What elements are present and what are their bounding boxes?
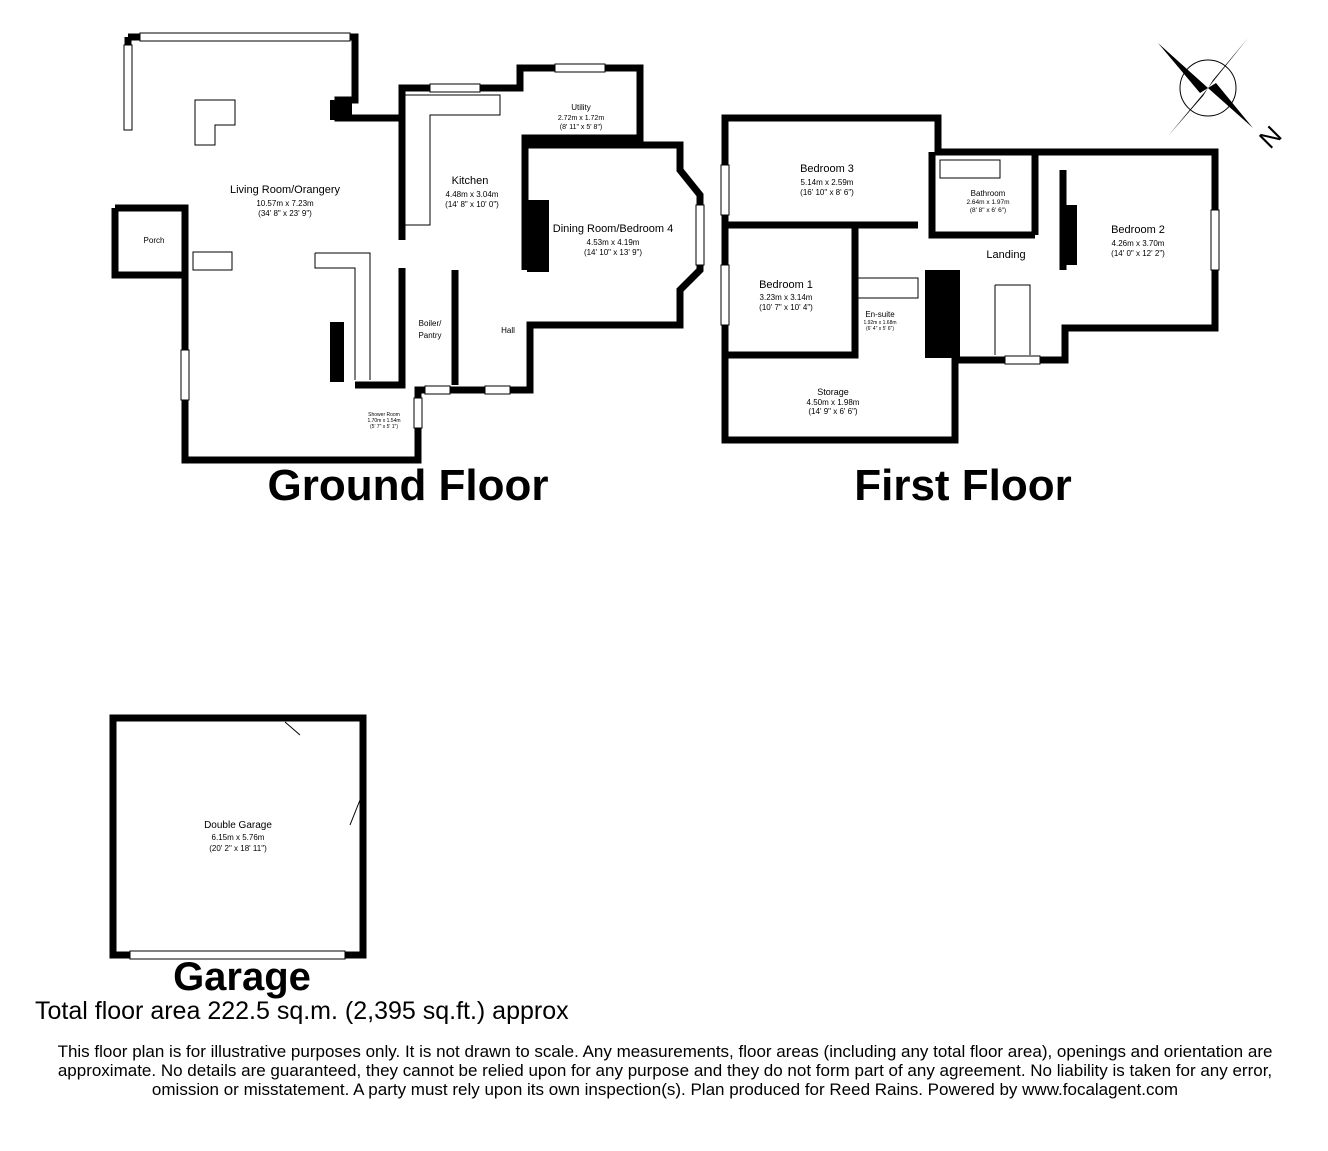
room-metric: 1.92m x 1.68m <box>863 320 896 326</box>
window <box>554 63 606 73</box>
ground-floor-walls <box>111 32 705 464</box>
room-metric: 1.70m x 1.54m <box>367 418 400 424</box>
room-name: Utility <box>571 103 591 112</box>
ground-floor-title: Ground Floor <box>267 461 548 510</box>
room-name: Storage <box>817 387 849 397</box>
chimney-breast <box>527 200 549 272</box>
room-name: Hall <box>501 326 515 335</box>
room-name: Porch <box>144 236 165 245</box>
skylight <box>194 99 236 146</box>
room-metric: 5.14m x 2.59m <box>801 178 854 187</box>
room-metric: 2.72m x 1.72m <box>558 115 604 122</box>
window <box>180 349 190 401</box>
room-name: Bedroom 2 <box>1111 224 1165 236</box>
room-imperial: (20' 2" x 18' 11") <box>209 844 267 853</box>
room-name: Bedroom 1 <box>759 279 813 291</box>
disclaimer: This floor plan is for illustrative purp… <box>57 1042 1273 1099</box>
window <box>1210 209 1220 271</box>
room-metric: 3.23m x 3.14m <box>760 293 813 302</box>
staircase <box>994 284 1031 355</box>
room-metric: 2.64m x 1.97m <box>967 199 1010 206</box>
window <box>429 83 481 93</box>
room-name: Bathroom <box>971 189 1006 198</box>
window <box>720 264 730 326</box>
counter <box>314 252 371 380</box>
garage-door <box>129 950 346 960</box>
window <box>139 32 351 42</box>
room-name: Shower Room <box>368 412 400 418</box>
chimney <box>1065 205 1077 265</box>
room-imperial: (16' 10" x 8' 6") <box>800 188 854 197</box>
room-name: Boiler/ <box>419 319 442 328</box>
bath <box>857 159 1001 299</box>
room-name: En-suite <box>865 310 895 319</box>
first-floor-walls <box>720 114 1220 444</box>
unit <box>192 251 233 271</box>
room-name: Landing <box>986 249 1025 261</box>
room-imperial: (14' 8" x 10' 0") <box>445 200 499 209</box>
room-imperial: (14' 10" x 13' 9") <box>584 248 642 257</box>
window <box>1004 355 1041 365</box>
room-metric: 6.15m x 5.76m <box>212 833 265 842</box>
room-imperial: (34' 8" x 23' 9") <box>258 209 312 218</box>
room-imperial: (14' 0" x 12' 2") <box>1111 249 1165 258</box>
room-name: Kitchen <box>452 175 489 187</box>
window <box>720 164 730 216</box>
window <box>695 204 705 266</box>
room-imperial: (14' 9" x 6' 6") <box>808 407 858 416</box>
room-name: Living Room/Orangery <box>230 184 341 196</box>
compass-north-label: N <box>1253 120 1287 154</box>
room-metric: 10.57m x 7.23m <box>256 199 314 208</box>
first-floor-title: First Floor <box>854 461 1072 510</box>
chimney <box>330 100 352 120</box>
window <box>484 385 511 395</box>
room-imperial: (6' 4" x 5' 6") <box>866 326 894 332</box>
garage-title: Garage <box>173 955 311 999</box>
window <box>424 385 451 395</box>
room-name: Double Garage <box>204 820 272 831</box>
room-metric: 4.50m x 1.98m <box>807 398 860 407</box>
room-metric: 4.53m x 4.19m <box>587 238 640 247</box>
room-metric: 4.26m x 3.70m <box>1112 239 1165 248</box>
compass-rose-icon: N <box>1158 38 1288 154</box>
chimney-breast <box>330 322 344 382</box>
room-imperial: (8' 8" x 6' 6") <box>970 207 1006 214</box>
room-imperial: (8' 11" x 5' 8") <box>560 124 603 131</box>
room-name: Bedroom 3 <box>800 163 854 175</box>
chimney <box>925 270 960 358</box>
room-imperial: (5' 7" x 5' 1") <box>370 424 398 430</box>
room-name: Dining Room/Bedroom 4 <box>553 223 673 235</box>
window <box>413 397 423 429</box>
door-swing <box>284 721 361 826</box>
room-metric: 4.48m x 3.04m <box>446 190 499 199</box>
room-imperial: (10' 7" x 10' 4") <box>759 303 813 312</box>
garage-walls <box>109 714 367 960</box>
room-name: Pantry <box>418 331 441 340</box>
kitchen-counter <box>405 94 501 226</box>
window <box>123 44 133 131</box>
total-floor-area: Total floor area 222.5 sq.m. (2,395 sq.f… <box>35 997 569 1025</box>
